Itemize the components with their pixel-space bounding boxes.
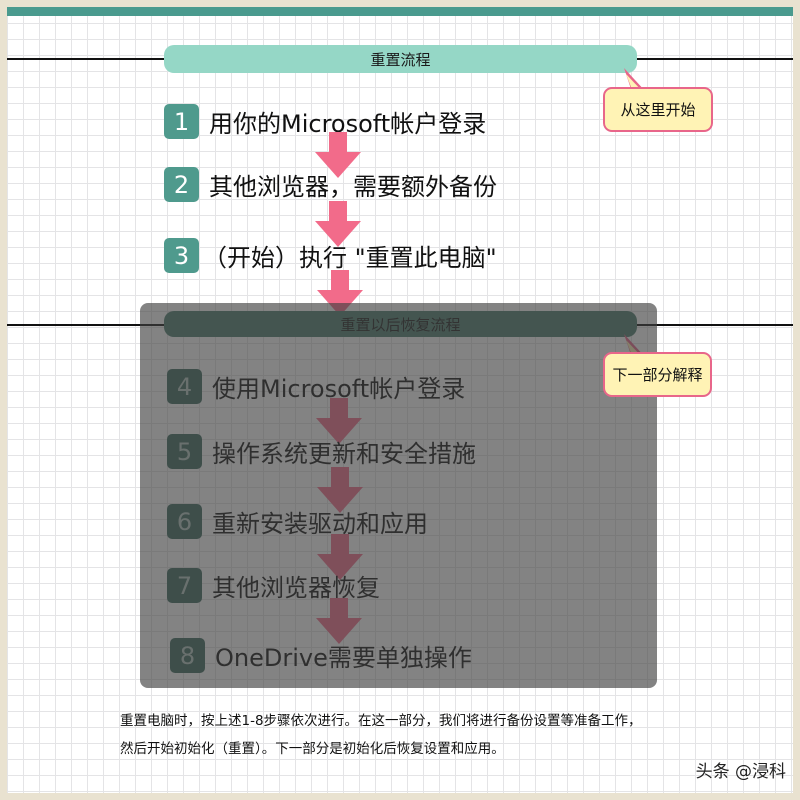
note-line-2: 然后开始初始化（重置）。下一部分是初始化后恢复设置和应用。 [120,741,505,757]
step-3: 3 （开始）执行 "重置此电脑" [164,238,497,273]
top-accent-bar [7,7,793,16]
step-2: 2 其他浏览器，需要额外备份 [164,167,497,202]
callout-start-here: 从这里开始 [603,87,713,132]
step-1: 1 用你的Microsoft帐户登录 [164,104,486,139]
down-arrow-icon [317,270,363,316]
step-text: （开始）执行 "重置此电脑" [203,244,497,272]
callout-text: 下一部分解释 [612,366,703,384]
dimmed-overlay [140,303,657,688]
step-text: 其他浏览器，需要额外备份 [209,173,497,201]
watermark: 头条 @浸科 [695,762,786,782]
step-number-badge: 3 [164,238,199,273]
callout-text: 从这里开始 [620,101,696,119]
description-note: 重置电脑时，按上述1-8步骤依次进行。在这一部分，我们将进行备份设置等准备工作，… [120,707,760,763]
step-number-badge: 1 [164,104,199,139]
section-title-text: 重置流程 [370,50,431,69]
section-title-reset-flow: 重置流程 [164,45,637,73]
down-arrow-icon [315,132,361,178]
step-text: 用你的Microsoft帐户登录 [209,110,487,138]
callout-next-part: 下一部分解释 [603,352,712,397]
step-number-badge: 2 [164,167,199,202]
down-arrow-icon [315,201,361,247]
note-line-1: 重置电脑时，按上述1-8步骤依次进行。在这一部分，我们将进行备份设置等准备工作， [120,713,642,729]
